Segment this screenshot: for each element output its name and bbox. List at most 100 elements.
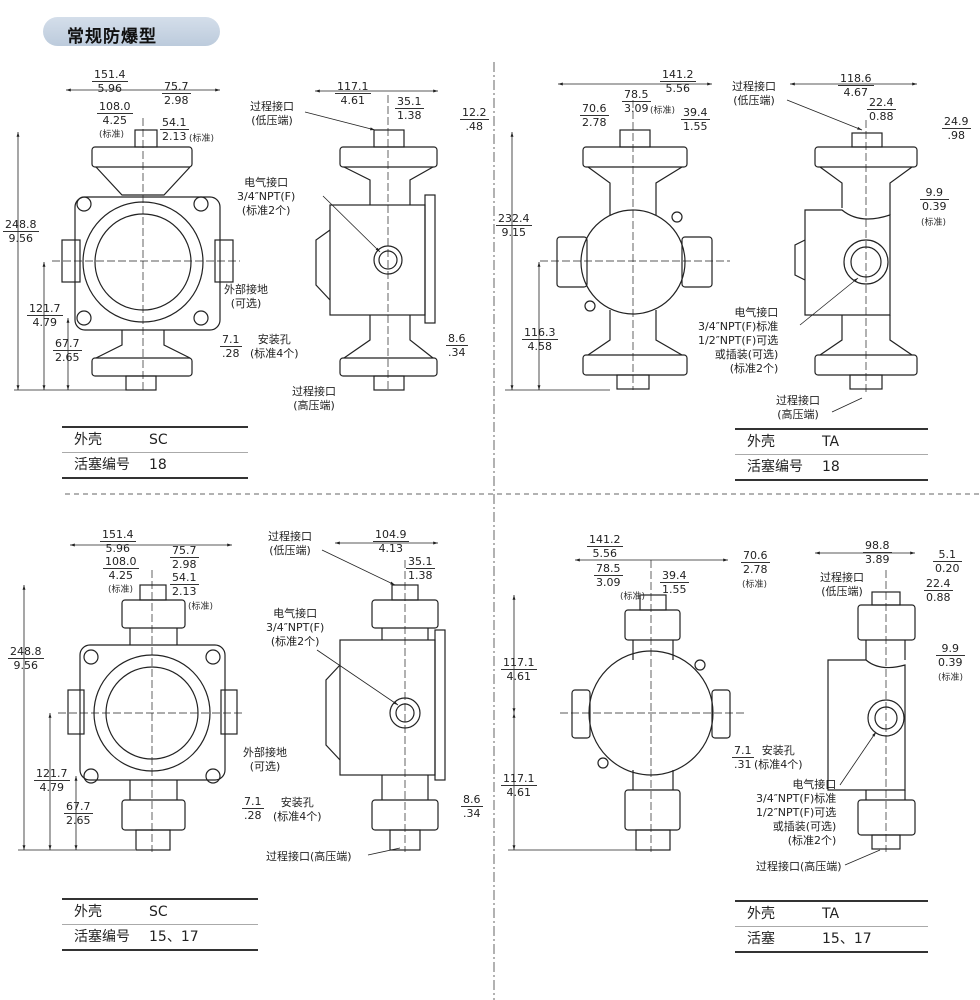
dim-hole-dia: 7.1.31 xyxy=(732,744,754,771)
dim-in: 1.38 xyxy=(408,569,433,582)
dim-mm: 104.9 xyxy=(373,528,409,542)
dim-mm: 67.7 xyxy=(53,337,82,351)
label-mount-hole: 安装孔 (标准4个) xyxy=(273,796,322,823)
dim-in: 4.25 xyxy=(108,569,134,582)
dim-in: 2.13 xyxy=(162,130,187,143)
label-electrical-port: 电气接口 3/4″NPT(F)标准 1/2″NPT(F)可选 或插装(可选) (… xyxy=(698,306,779,375)
table-value: 18 xyxy=(149,457,167,473)
dim-mm: 98.8 xyxy=(863,539,892,553)
label-high-pressure-port: 过程接口(高压端) xyxy=(266,850,352,863)
dim-in: 1.55 xyxy=(683,120,708,133)
dim-mm: 141.2 xyxy=(587,533,623,547)
dim-in: 4.67 xyxy=(843,86,869,99)
dim-in: 1.38 xyxy=(397,109,422,122)
dim-note: (标准) xyxy=(99,130,125,140)
dim-in: 9.56 xyxy=(8,232,34,245)
dim-mm: 39.4 xyxy=(660,569,689,583)
table-key: 外壳 xyxy=(74,432,102,448)
dim-mm: 7.1 xyxy=(242,795,264,809)
dim-note: (标准) xyxy=(189,134,215,144)
q2-side-view xyxy=(786,82,918,413)
dim-note: (标准) xyxy=(742,580,768,590)
dim-in: 2.98 xyxy=(172,558,197,571)
label-low-pressure-port: 过程接口 (低压端) xyxy=(732,80,776,107)
table-key: 活塞编号 xyxy=(74,929,130,945)
dim-in: 2.98 xyxy=(164,94,189,107)
label-ground: 外部接地 (可选) xyxy=(243,746,287,773)
table-value: SC xyxy=(149,432,168,448)
dim-flange-offset: 12.2.48 xyxy=(460,106,489,133)
dim-mm: 35.1 xyxy=(395,95,424,109)
label-low-pressure-port: 过程接口 (低压端) xyxy=(268,530,312,557)
dim-in: 4.61 xyxy=(506,786,532,799)
table-key: 外壳 xyxy=(747,906,775,922)
dim-in: 3.09 xyxy=(624,102,649,115)
dim-mm: 12.2 xyxy=(460,106,489,120)
table-key: 活塞 xyxy=(747,931,775,947)
dim-in: 2.78 xyxy=(743,563,768,576)
dim-mm: 78.5 xyxy=(594,562,623,576)
dim-in: .28 xyxy=(222,347,240,360)
dim-mount-offset: 8.6.34 xyxy=(461,793,483,820)
dim-in: 1.55 xyxy=(662,583,687,596)
dim-in: 2.78 xyxy=(582,116,607,129)
section-title: 常规防爆型 xyxy=(67,27,157,47)
dim-in: 2.13 xyxy=(172,585,197,598)
dim-mm: 117.1 xyxy=(501,656,537,670)
table-value: TA xyxy=(822,434,840,450)
dim-mm: 39.4 xyxy=(681,106,710,120)
label-mount-hole: 安装孔 (标准4个) xyxy=(250,333,299,360)
dim-mm: 78.5 xyxy=(622,88,651,102)
dim-in: 5.96 xyxy=(105,542,131,555)
dim-in: 5.96 xyxy=(97,82,123,95)
dim-mm: 67.7 xyxy=(64,800,93,814)
dim-mm: 116.3 xyxy=(522,326,558,340)
dim-mm: 24.9 xyxy=(942,115,971,129)
table-key: 活塞编号 xyxy=(747,459,803,475)
dim-mm: 121.7 xyxy=(34,767,70,781)
label-high-pressure-port: 过程接口 (高压端) xyxy=(776,394,820,421)
dim-mm: 70.6 xyxy=(741,549,770,563)
dim-in: 4.25 xyxy=(102,114,128,127)
dim-mount-offset: 8.6.34 xyxy=(446,332,468,359)
dim-note: (标准) xyxy=(921,218,947,228)
dim-in: 9.15 xyxy=(501,226,527,239)
dim-in: 0.88 xyxy=(926,591,951,604)
dim-in: 4.13 xyxy=(378,542,404,555)
label-high-pressure-port: 过程接口 (高压端) xyxy=(292,385,336,412)
dim-in: .98 xyxy=(947,129,966,142)
section-title-badge: 常规防爆型 xyxy=(43,17,220,47)
dim-in: 0.39 xyxy=(922,200,947,213)
dim-note: (标准) xyxy=(108,585,134,595)
q3-side-view xyxy=(316,541,446,856)
q4-front-view xyxy=(508,558,745,852)
dim-in: 3.89 xyxy=(865,553,890,566)
dim-mm: 9.9 xyxy=(936,642,965,656)
dim-mm: 141.2 xyxy=(660,68,696,82)
